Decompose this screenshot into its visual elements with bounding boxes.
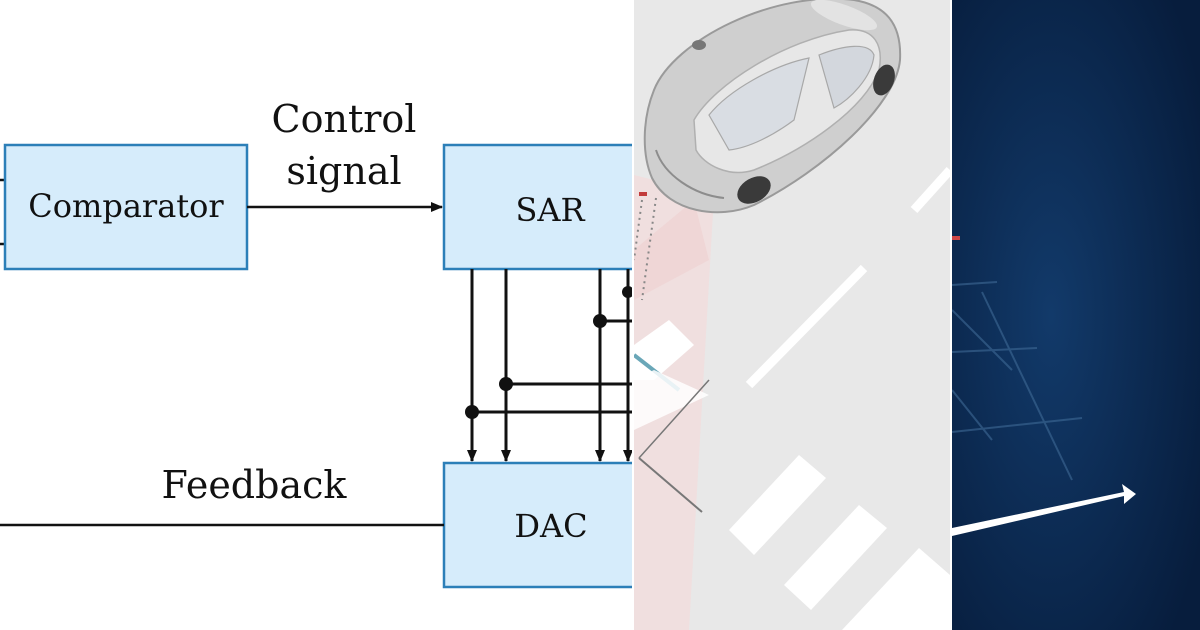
block-diagram-panel: Comparator SAR DAC Control signal Feedba… <box>0 97 632 589</box>
junction-dot-4 <box>465 405 479 419</box>
sar-label: SAR <box>515 191 585 229</box>
junction-dot-3 <box>499 377 513 391</box>
comparator-block <box>3 143 249 271</box>
grid-panel <box>952 0 1200 630</box>
lane-marking-2 <box>745 264 868 389</box>
crossing-line <box>638 457 703 513</box>
crosswalk-stripe-1 <box>729 455 826 555</box>
block-diagram: Comparator SAR DAC Control signal Feedba… <box>0 97 632 589</box>
control-label-line1: Control <box>272 97 417 141</box>
car-scene <box>634 0 950 630</box>
crosswalk-stripe-2 <box>784 505 887 610</box>
junction-dot-2 <box>593 314 607 328</box>
crosswalk-stripe-3 <box>842 548 950 630</box>
dac-label: DAC <box>514 507 587 545</box>
marker-dot <box>952 236 960 240</box>
arrow-icon <box>952 484 1136 536</box>
panel-divider-1 <box>632 0 634 630</box>
sar-block <box>442 143 632 271</box>
comparator-label: Comparator <box>28 187 224 225</box>
panel-divider-2 <box>950 0 952 630</box>
feedback-label: Feedback <box>162 463 348 507</box>
car-illustration <box>639 0 902 214</box>
sensor-dots-2 <box>641 197 657 301</box>
lane-marking-1 <box>910 166 950 214</box>
sensor-dots-1 <box>634 199 643 261</box>
junction-dot-1 <box>622 286 632 298</box>
car-illustration-panel <box>634 0 950 630</box>
grid-scene <box>952 0 1200 630</box>
perspective-grid <box>952 281 1083 481</box>
control-label-line2: signal <box>286 149 401 193</box>
